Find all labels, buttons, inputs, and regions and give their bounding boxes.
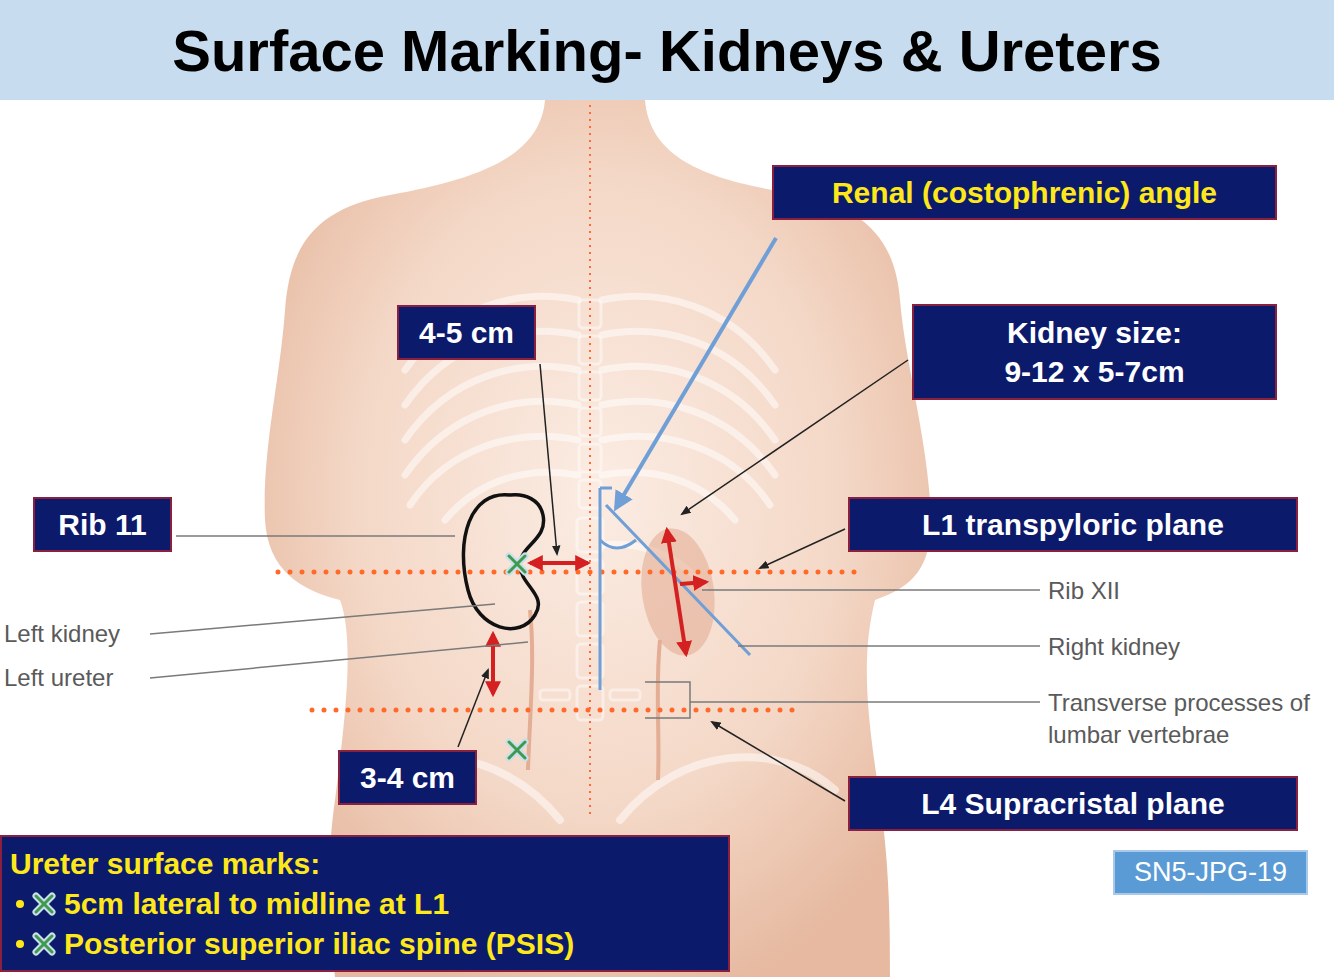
ureter-mark-icon [36, 936, 52, 952]
vertebrae [540, 300, 640, 720]
text-row: Rib 11 [58, 505, 146, 544]
plane-box: L1 transpyloric plane [848, 497, 1298, 552]
supracristal-plane-line [312, 708, 794, 713]
code-tag: SN5-JPG-19 [1113, 850, 1308, 895]
text-row: Posterior superior iliac spine (PSIS) [10, 924, 574, 964]
box-text: L1 transpyloric plane [922, 505, 1224, 544]
part-label: Left ureter [4, 662, 113, 694]
bullet-dot [16, 940, 24, 948]
ureter-mark [509, 742, 525, 758]
note-box: Ureter surface marks:5cm lateral to midl… [0, 835, 730, 972]
dimension-box: 3-4 cm [338, 750, 477, 805]
bullet-mark [10, 929, 64, 959]
callout-box: Renal (costophrenic) angle [772, 165, 1277, 220]
box-text: 9-12 x 5-7cm [1004, 352, 1184, 391]
text-row: 3-4 cm [360, 758, 455, 797]
leader-lines [458, 360, 908, 801]
text-row: 9-12 x 5-7cm [1004, 352, 1184, 391]
box-text: Posterior superior iliac spine (PSIS) [64, 924, 574, 963]
box-text: Renal (costophrenic) angle [832, 173, 1217, 212]
box-text: 4-5 cm [419, 313, 514, 352]
ureter-shape [528, 610, 532, 770]
ureter-mark-icon [36, 936, 52, 952]
dimension-box: 4-5 cm [397, 305, 536, 360]
ureter-mark-icon [36, 936, 52, 952]
angle-pointer [616, 238, 776, 508]
title-band [0, 0, 1334, 100]
label-lines [150, 536, 1040, 718]
title: Surface Marking- Kidneys & Ureters [0, 0, 1334, 100]
text-row: 5cm lateral to midline at L1 [10, 884, 449, 924]
transpyloric-plane-line [278, 570, 858, 575]
plane-box: L4 Supracristal plane [848, 776, 1298, 831]
text-row: L1 transpyloric plane [922, 505, 1224, 544]
part-label: Right kidney [1048, 631, 1180, 663]
box-text: 3-4 cm [360, 758, 455, 797]
ureter-mark-icon [36, 896, 52, 912]
text-row: Ureter surface marks: [10, 844, 320, 884]
callout-box: Rib 11 [33, 497, 172, 552]
text-row: 4-5 cm [419, 313, 514, 352]
box-text: 5cm lateral to midline at L1 [64, 884, 449, 923]
box-text: Rib 11 [58, 505, 146, 544]
bullet-dot [16, 900, 24, 908]
text-row: Renal (costophrenic) angle [832, 173, 1217, 212]
ureter-mark-icon [36, 936, 52, 952]
text-row: L4 Supracristal plane [921, 784, 1224, 823]
box-text: Kidney size: [1007, 313, 1182, 352]
ureter-mark-icon [36, 896, 52, 912]
box-text: SN5-JPG-19 [1134, 855, 1287, 890]
ureter-mark-icon [36, 896, 52, 912]
ureter-mark-icon [36, 896, 52, 912]
angle-lines [600, 488, 750, 690]
part-label: Transverse processes of lumbar vertebrae [1048, 687, 1310, 752]
part-label: Left kidney [4, 618, 120, 650]
pelvis [345, 757, 835, 820]
right-kidney-shape [633, 524, 722, 661]
text-row: Kidney size: [1007, 313, 1182, 352]
callout-box: Kidney size:9-12 x 5-7cm [912, 304, 1277, 400]
box-text: L4 Supracristal plane [921, 784, 1224, 823]
dimension-arrows [493, 530, 706, 694]
text-row: SN5-JPG-19 [1134, 855, 1287, 890]
ureter-mark [509, 556, 525, 572]
part-label: Rib XII [1048, 575, 1120, 607]
box-text: Ureter surface marks: [10, 844, 320, 883]
bullet-mark [10, 889, 64, 919]
